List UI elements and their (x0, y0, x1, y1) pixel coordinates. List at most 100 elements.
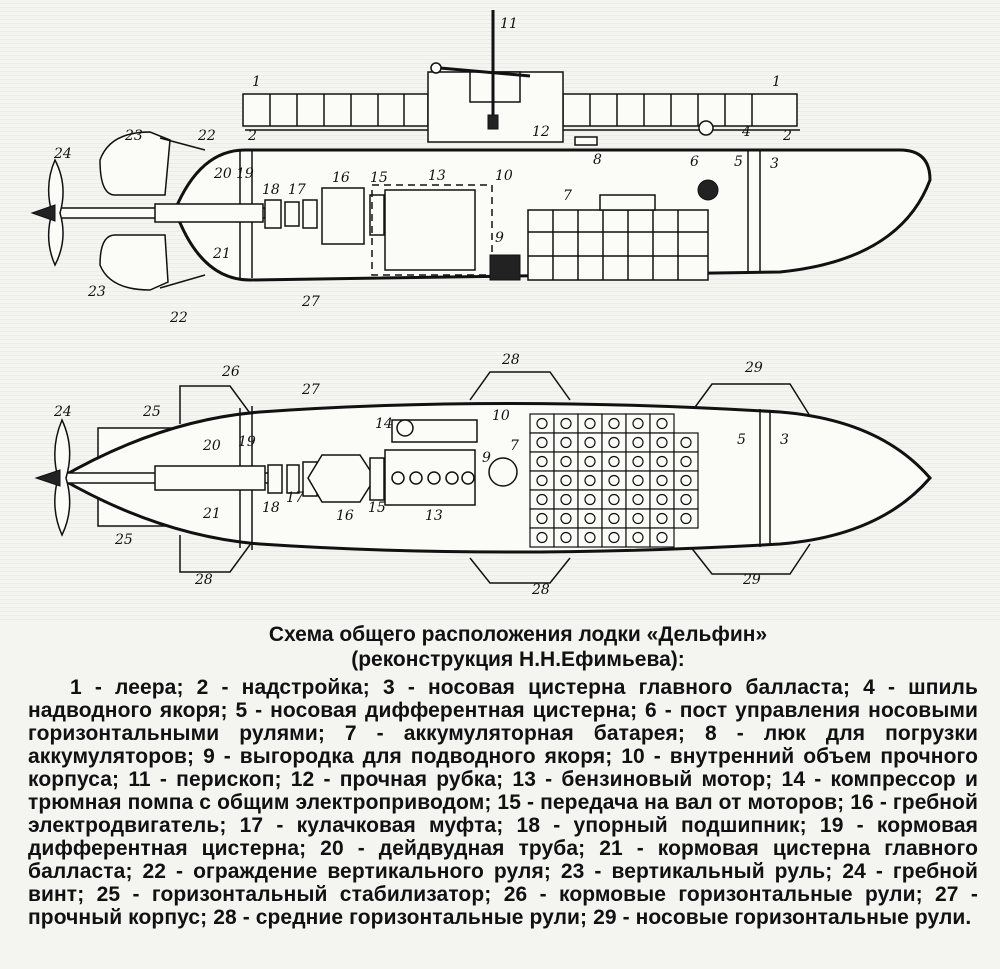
battery-cell (601, 489, 627, 510)
label-6: 6 (690, 154, 699, 170)
label-16-plan: 16 (336, 508, 354, 524)
battery-cell (649, 508, 675, 529)
battery-cell-terminal (536, 474, 548, 487)
label-11: 11 (500, 16, 518, 32)
label-2-aft: 2 (247, 128, 257, 144)
battery-cell-terminal (608, 417, 620, 430)
battery-cell (577, 508, 603, 529)
battery-cell (553, 470, 579, 491)
battery-cell-terminal (608, 512, 620, 525)
battery-cell-terminal (656, 512, 668, 525)
label-7-plan: 7 (510, 438, 519, 454)
battery-cell-terminal (656, 436, 668, 449)
battery-cell-terminal (584, 474, 596, 487)
label-23-upper: 23 (124, 128, 143, 144)
battery-cell (529, 489, 555, 510)
label-24: 24 (53, 146, 72, 162)
battery-cell-terminal (632, 474, 644, 487)
battery-cell-terminal (608, 531, 620, 544)
electric-motor-plan (307, 454, 376, 503)
battery-cell (553, 432, 579, 453)
battery-cell-terminal (632, 455, 644, 468)
battery-cell (673, 451, 699, 472)
battery-cell (577, 413, 603, 434)
label-17: 17 (288, 182, 306, 198)
label-13: 13 (428, 168, 446, 184)
battery-cell-terminal (560, 474, 572, 487)
label-19-plan: 19 (238, 434, 256, 450)
label-15-plan: 15 (368, 500, 386, 516)
label-27-plan: 27 (301, 382, 320, 398)
battery-cell-terminal (656, 531, 668, 544)
battery-cell (577, 489, 603, 510)
label-5-plan: 5 (737, 432, 746, 448)
battery-cell-terminal (584, 512, 596, 525)
battery-cell-terminal (632, 417, 644, 430)
battery-cell (625, 451, 651, 472)
caption-subtitle: (реконструкция Н.Н.Ефимьева): (351, 648, 685, 671)
battery-cell (673, 470, 699, 491)
label-5: 5 (734, 154, 743, 170)
bow-hydroplane-upper (689, 383, 811, 417)
label-20: 20 (213, 166, 232, 182)
battery-cell (577, 527, 603, 548)
battery-cell-terminal (608, 436, 620, 449)
label-28-upper: 28 (501, 352, 520, 368)
plan-view-drawing: 26 27 28 29 25 10 14 7 9 5 3 20 19 24 21… (34, 352, 932, 598)
battery-cell (649, 489, 675, 510)
battery-cell-terminal (536, 455, 548, 468)
caption-title: Схема общего расположения лодки «Дельфин… (268, 623, 768, 646)
battery-cell-terminal (536, 417, 548, 430)
stern-hydroplane-lower (179, 535, 256, 573)
battery-cell (577, 470, 603, 491)
battery-cell-terminal (560, 436, 572, 449)
battery-cell (553, 413, 579, 434)
battery-cell-terminal (680, 493, 692, 506)
battery-cell-terminal (560, 417, 572, 430)
railing-fore (562, 93, 798, 127)
battery-side (527, 194, 709, 281)
label-10-plan: 10 (492, 408, 510, 424)
label-20-plan: 20 (202, 438, 221, 454)
bow-hydroplane-lower (689, 543, 811, 575)
battery-cell-terminal (608, 474, 620, 487)
label-3-plan: 3 (780, 432, 789, 448)
battery-cell (601, 470, 627, 491)
label-18-plan: 18 (262, 500, 280, 516)
battery-grid (529, 413, 699, 548)
battery-cell-terminal (656, 493, 668, 506)
battery-cell (601, 413, 627, 434)
battery-cell-terminal (560, 531, 572, 544)
propeller-plan (54, 418, 71, 537)
battery-cell (577, 432, 603, 453)
battery-cell-terminal (536, 531, 548, 544)
side-view-drawing: 11 1 1 2 2 4 12 8 6 5 3 10 13 15 16 17 1… (30, 10, 932, 326)
label-9: 9 (495, 230, 504, 246)
battery-cell (649, 432, 675, 453)
label-29-lower: 29 (742, 572, 761, 588)
battery-cell-terminal (560, 512, 572, 525)
label-9-plan: 9 (482, 450, 491, 466)
label-8: 8 (593, 152, 602, 168)
mid-hydroplane-upper (469, 371, 571, 401)
label-27: 27 (301, 294, 320, 310)
battery-cell-terminal (560, 455, 572, 468)
battery-cell-terminal (680, 455, 692, 468)
battery-cell-terminal (656, 474, 668, 487)
label-15: 15 (370, 170, 388, 186)
anchor-well (489, 254, 521, 281)
label-29-upper: 29 (744, 360, 763, 376)
battery-cell (625, 489, 651, 510)
battery-cell (601, 508, 627, 529)
battery-cell (625, 413, 651, 434)
battery-cell (529, 413, 555, 434)
label-12: 12 (532, 124, 550, 140)
battery-cell (673, 508, 699, 529)
battery-cell (553, 451, 579, 472)
label-17-plan: 17 (286, 490, 304, 506)
compressor (391, 419, 478, 443)
battery-cell-terminal (632, 512, 644, 525)
battery-cell (529, 508, 555, 529)
battery-cell (625, 527, 651, 548)
label-23-lower: 23 (87, 284, 106, 300)
